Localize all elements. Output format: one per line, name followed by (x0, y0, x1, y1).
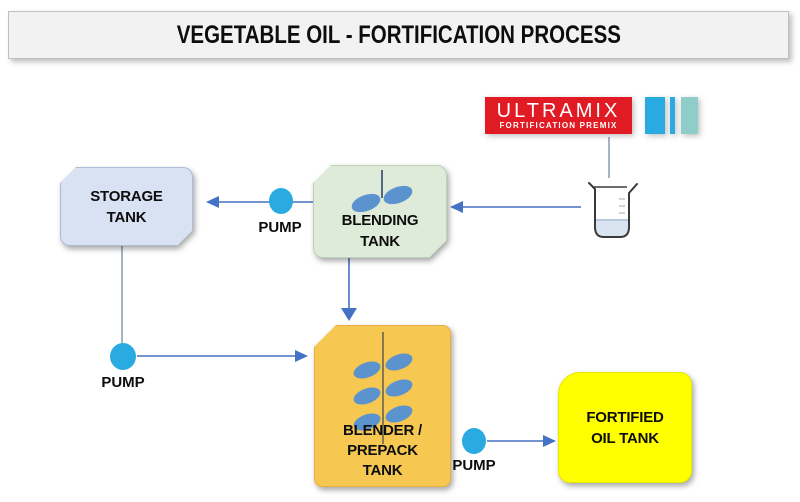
arrowhead-right-icon (543, 435, 556, 447)
label-line: FORTIFIED (586, 408, 664, 426)
beaker-icon (588, 182, 638, 238)
blending-tank-label: BLENDING TANK (313, 210, 447, 252)
pump-label: PUMP (452, 457, 496, 474)
logo-stripe (681, 97, 698, 134)
arrowhead-left-icon (450, 201, 463, 213)
label-line: PREPACK (347, 442, 418, 459)
blending-tank-node: BLENDING TANK (313, 165, 447, 258)
label-line: TANK (106, 209, 147, 226)
fortified-oil-tank-shape: FORTIFIED OIL TANK (558, 372, 692, 483)
label-line: OIL TANK (591, 429, 659, 447)
propeller-stack-icon (353, 332, 413, 444)
label-line: TANK (360, 233, 400, 250)
arrowhead-left-icon (206, 196, 219, 208)
propeller-icon (351, 170, 413, 213)
blending-tank-shape (313, 165, 447, 258)
arrowhead-right-icon (295, 350, 308, 362)
fortified-oil-tank-label: FORTIFIED OIL TANK (559, 407, 691, 449)
logo-stripe (670, 97, 675, 134)
pump-label: PUMP (258, 219, 302, 236)
pump-icon (462, 428, 486, 454)
brand-name: ULTRAMIX (496, 100, 621, 122)
title-bar: VEGETABLE OIL - FORTIFICATION PROCESS (8, 11, 789, 59)
label-line: BLENDER / (342, 422, 423, 439)
storage-tank-shape (60, 167, 193, 246)
arrowhead-down-icon (341, 308, 357, 321)
ultramix-logo: ULTRAMIX FORTIFICATION PREMIX (485, 97, 632, 134)
pump-label: PUMP (101, 374, 145, 391)
storage-tank-label: STORAGE TANK (60, 186, 193, 228)
pump-icon (110, 343, 136, 370)
blender-prepack-tank-label: BLENDER / PREPACK TANK (314, 421, 451, 481)
page-title: VEGETABLE OIL - FORTIFICATION PROCESS (176, 20, 621, 49)
pump-icon (269, 188, 293, 214)
label-line: STORAGE (90, 188, 163, 205)
fortified-oil-tank-node: FORTIFIED OIL TANK (558, 372, 692, 483)
logo-stripe (645, 97, 665, 134)
brand-tagline: FORTIFICATION PREMIX (499, 121, 618, 130)
label-line: BLENDING (341, 212, 419, 229)
blender-prepack-tank-node: BLENDER / PREPACK TANK (314, 325, 451, 487)
storage-tank-node: STORAGE TANK (60, 167, 193, 246)
label-line: TANK (362, 462, 403, 479)
